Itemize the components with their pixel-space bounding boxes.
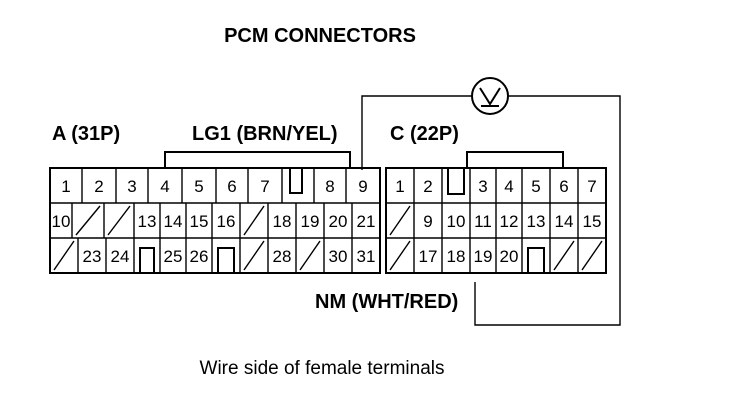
pin-c-7: 7 <box>587 177 596 196</box>
pin-c-18: 18 <box>447 247 466 266</box>
pin-a-13: 13 <box>138 212 157 231</box>
empty-slot-slash <box>299 240 321 271</box>
pin-a-18: 18 <box>273 212 292 231</box>
pin-a-4: 4 <box>160 177 169 196</box>
pin-c-19: 19 <box>474 247 493 266</box>
empty-slot-slash <box>389 205 411 236</box>
pin-c-11: 11 <box>474 212 492 231</box>
key-notch <box>139 247 155 273</box>
key-notch <box>447 168 465 195</box>
pin-a-15: 15 <box>190 212 209 231</box>
pin-c-12: 12 <box>500 212 519 231</box>
empty-slot-slash <box>107 205 131 236</box>
wire-nm-label: NM (WHT/RED) <box>315 291 458 313</box>
pin-a-24: 24 <box>111 247 130 266</box>
pin-a-23: 23 <box>83 247 102 266</box>
pin-a-14: 14 <box>164 212 183 231</box>
voltmeter-icon <box>471 77 509 115</box>
key-notch <box>217 247 235 273</box>
pin-a-21: 21 <box>357 212 376 231</box>
pin-c-2: 2 <box>423 177 432 196</box>
pin-c-5: 5 <box>531 177 540 196</box>
pin-c-6: 6 <box>559 177 568 196</box>
pin-a-26: 26 <box>190 247 209 266</box>
pin-a-5: 5 <box>194 177 203 196</box>
pin-a-30: 30 <box>329 247 348 266</box>
pin-c-17: 17 <box>419 247 438 266</box>
empty-slot-slash <box>75 205 101 236</box>
pin-a-9: 9 <box>358 177 367 196</box>
pin-a-31: 31 <box>357 247 376 266</box>
pin-c-1: 1 <box>395 177 404 196</box>
pin-a-7: 7 <box>260 177 269 196</box>
pin-c-15: 15 <box>583 212 602 231</box>
diagram-caption: Wire side of female terminals <box>200 358 445 379</box>
pin-a-28: 28 <box>273 247 292 266</box>
pin-c-14: 14 <box>555 212 574 231</box>
pin-a-1: 1 <box>61 177 70 196</box>
pin-c-4: 4 <box>504 177 513 196</box>
pin-a-8: 8 <box>325 177 334 196</box>
pin-a-3: 3 <box>127 177 136 196</box>
pin-c-10: 10 <box>447 212 466 231</box>
pin-c-3: 3 <box>478 177 487 196</box>
empty-slot-slash <box>389 240 411 271</box>
pin-c-13: 13 <box>527 212 546 231</box>
pin-a-19: 19 <box>301 212 320 231</box>
empty-slot-slash <box>243 205 265 236</box>
empty-slot-slash <box>53 240 75 271</box>
pin-c-9: 9 <box>423 212 432 231</box>
connector-a-label: A (31P) <box>52 123 120 145</box>
empty-slot-slash <box>581 240 603 271</box>
connector-c-label: C (22P) <box>390 123 459 145</box>
pin-a-6: 6 <box>227 177 236 196</box>
pin-a-16: 16 <box>217 212 236 231</box>
pin-a-25: 25 <box>164 247 183 266</box>
empty-slot-slash <box>243 240 265 271</box>
pin-a-2: 2 <box>94 177 103 196</box>
connector-a-lock-tab <box>164 151 351 168</box>
connector-c-lock-tab <box>466 151 564 168</box>
pin-c-20: 20 <box>500 247 519 266</box>
diagram-title: PCM CONNECTORS <box>224 25 416 47</box>
key-notch <box>527 247 545 273</box>
wire-lg1-label: LG1 (BRN/YEL) <box>192 123 338 145</box>
pin-a-10: 10 <box>52 212 71 231</box>
probe-wires <box>361 95 621 326</box>
empty-slot-slash <box>553 240 575 271</box>
pin-a-20: 20 <box>329 212 348 231</box>
